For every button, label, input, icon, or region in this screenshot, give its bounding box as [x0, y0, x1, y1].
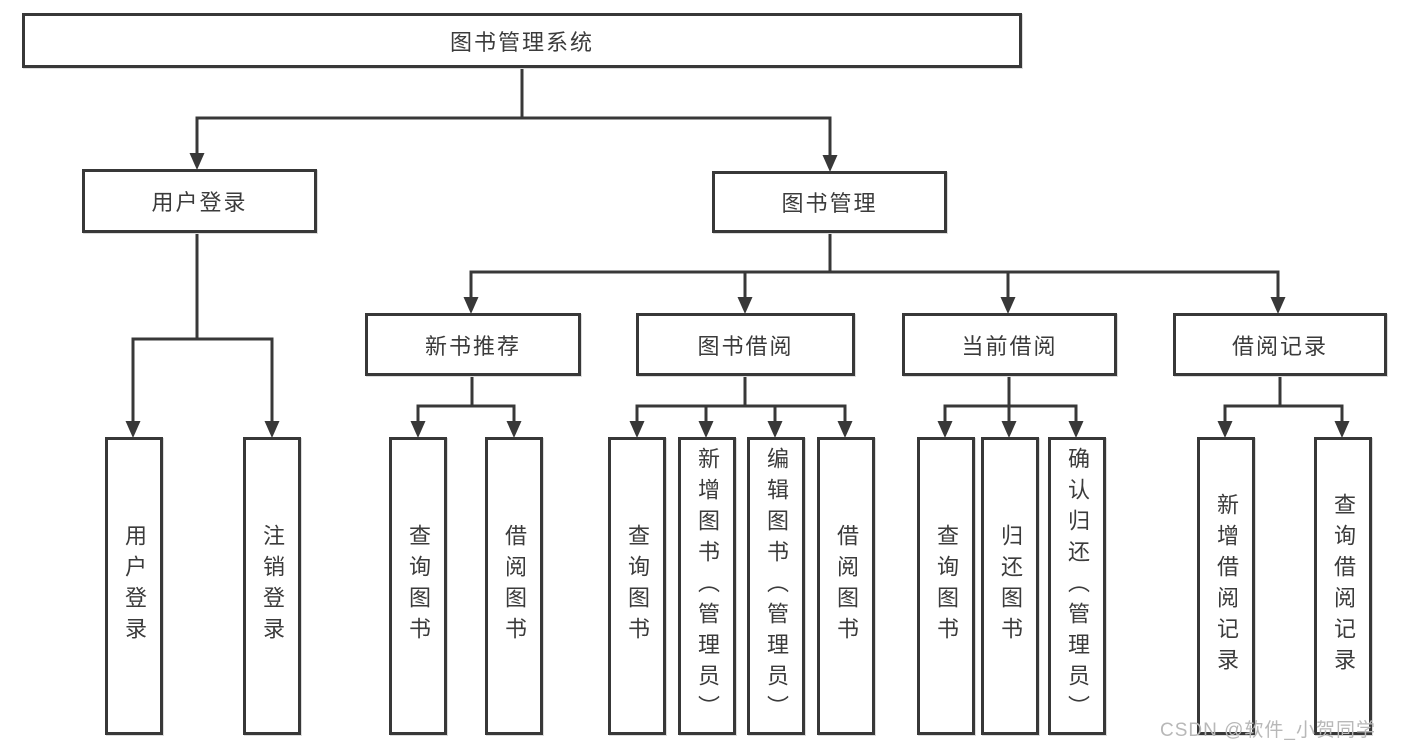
node-label: 借阅记录	[1231, 333, 1328, 359]
node-leaf-query-books-1: 查询图书	[389, 437, 447, 735]
node-label: 查询图书	[625, 524, 650, 648]
csdn-watermark: CSDN @软件_小贺同学	[1160, 720, 1376, 741]
node-label: 新书推荐	[424, 333, 521, 359]
node-label: 用户登录	[151, 190, 248, 215]
node-leaf-borrow-books-1: 借阅图书	[485, 437, 543, 735]
node-label: 新增图书（管理员）	[695, 446, 720, 726]
node-leaf-borrow-books-2: 借阅图书	[817, 437, 875, 735]
node-library-management-system: 图书管理系统	[22, 13, 1022, 68]
node-leaf-return-books: 归还图书	[981, 437, 1039, 735]
node-label: 借阅图书	[502, 524, 527, 648]
node-label: 查询图书	[406, 524, 431, 648]
node-leaf-logout: 注销登录	[243, 437, 301, 735]
node-leaf-add-books-admin: 新增图书（管理员）	[678, 437, 736, 735]
node-label: 图书管理	[781, 191, 878, 216]
node-label: 查询图书	[934, 524, 959, 648]
node-label: 用户登录	[122, 524, 147, 648]
node-label: 查询借阅记录	[1331, 493, 1356, 679]
node-label: 新增借阅记录	[1214, 493, 1239, 679]
node-label: 确认归还（管理员）	[1065, 446, 1090, 726]
node-leaf-query-books-3: 查询图书	[917, 437, 975, 735]
node-new-book-recommend: 新书推荐	[365, 313, 581, 376]
node-label: 编辑图书（管理员）	[764, 446, 789, 726]
node-current-borrow: 当前借阅	[902, 313, 1117, 376]
node-label: 注销登录	[260, 524, 285, 648]
node-user-login: 用户登录	[82, 169, 317, 233]
node-book-management: 图书管理	[712, 171, 947, 233]
node-borrow-records: 借阅记录	[1173, 313, 1387, 376]
node-leaf-add-borrow-record: 新增借阅记录	[1197, 437, 1255, 735]
node-label: 图书借阅	[697, 333, 794, 359]
node-leaf-edit-books-admin: 编辑图书（管理员）	[747, 437, 805, 735]
node-leaf-query-borrow-record: 查询借阅记录	[1314, 437, 1372, 735]
node-label: 借阅图书	[834, 524, 859, 648]
node-leaf-confirm-return-admin: 确认归还（管理员）	[1048, 437, 1106, 735]
node-label: 当前借阅	[961, 333, 1058, 359]
node-book-borrow: 图书借阅	[636, 313, 855, 376]
node-leaf-query-books-2: 查询图书	[608, 437, 666, 735]
node-label: 归还图书	[998, 524, 1023, 648]
node-label: 图书管理系统	[449, 29, 594, 55]
node-leaf-user-login: 用户登录	[105, 437, 163, 735]
